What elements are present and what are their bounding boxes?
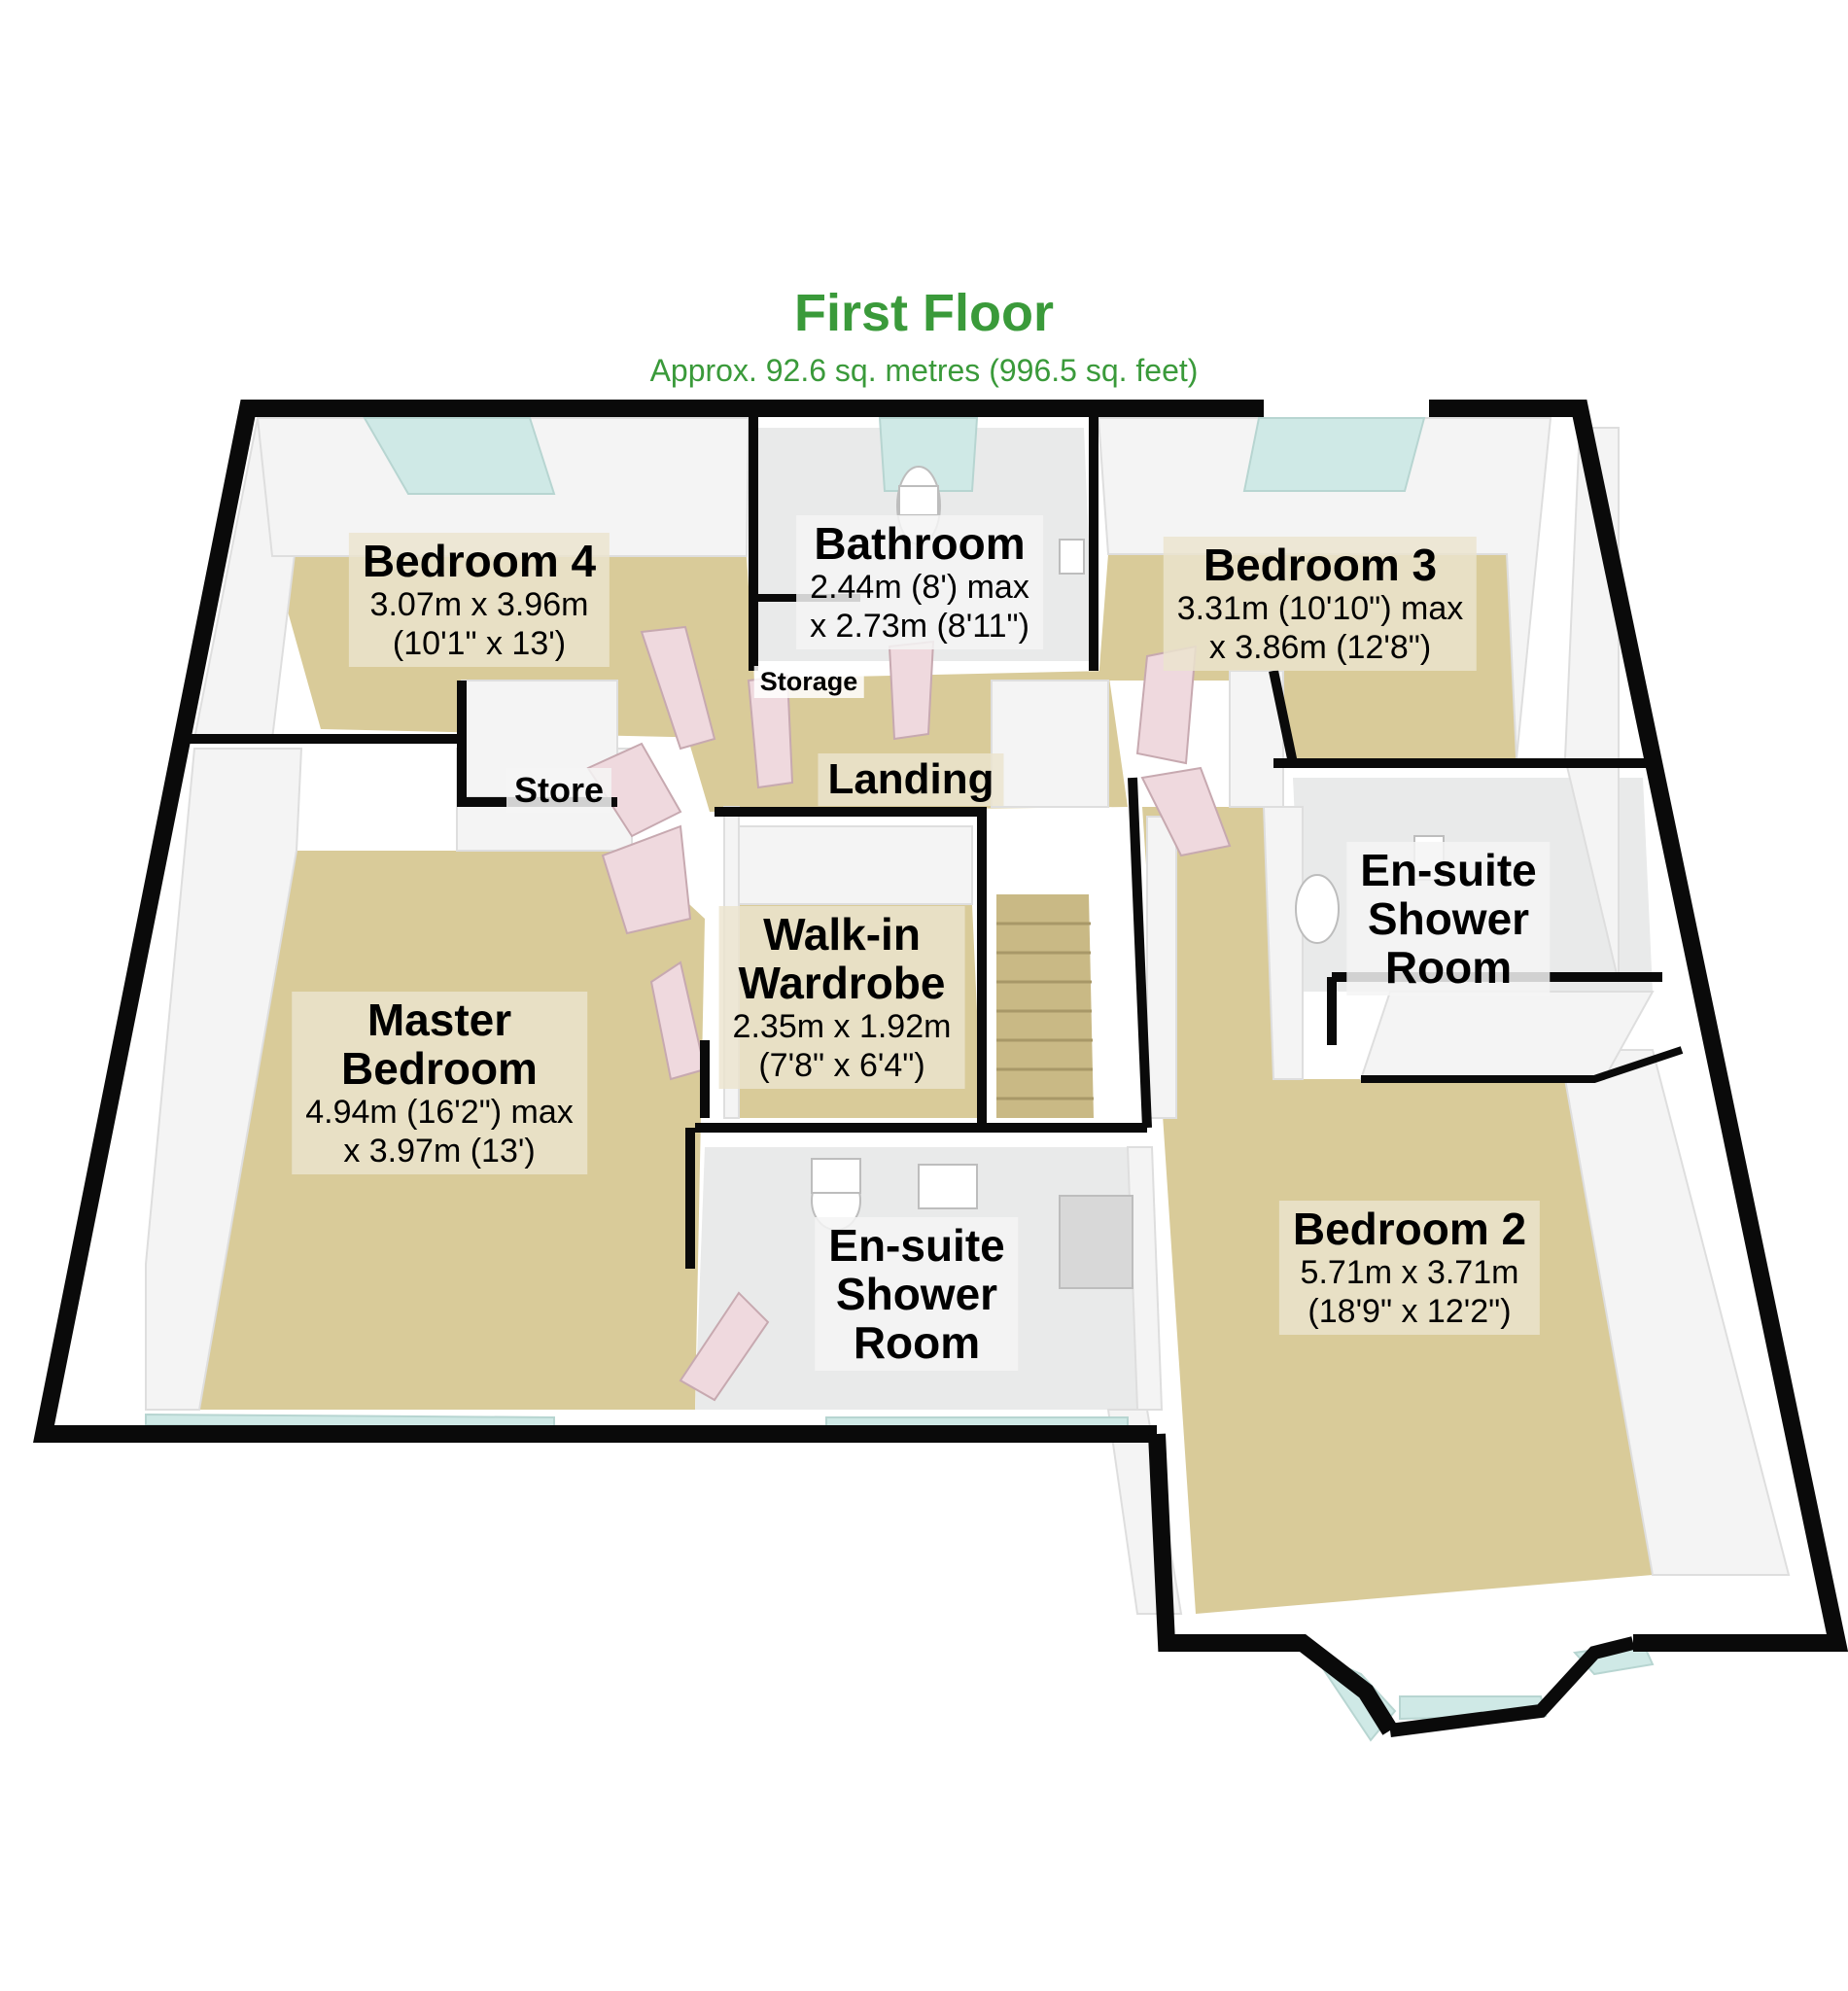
interior-wall-bedroom2-left — [1128, 777, 1152, 1129]
stair-treads — [996, 922, 1094, 1100]
room-name-line-1: En-suite — [1360, 845, 1537, 895]
room-name-line-2: Shower — [1367, 893, 1530, 944]
room-name: Bathroom — [814, 518, 1026, 569]
room-dimension-metric: 2.35m x 1.92m — [732, 1008, 952, 1045]
interior-wall-bedroom3 — [1269, 669, 1298, 765]
room-label-store: Store — [506, 768, 612, 813]
room-label-master-bedroom: Master Bedroom 4.94m (16'2") max x 3.97m… — [292, 992, 587, 1174]
room-label-walk-in-wardrobe: Walk-in Wardrobe 2.35m x 1.92m (7'8" x 6… — [718, 906, 965, 1089]
room-dimension-metric: 3.07m x 3.96m — [369, 586, 589, 623]
room-dimension-imperial: (18'9" x 12'2") — [1308, 1293, 1512, 1330]
doors — [586, 625, 1232, 1402]
room-label-bedroom-2: Bedroom 2 5.71m x 3.71m (18'9" x 12'2") — [1278, 1201, 1541, 1335]
room-dimension-metric: 2.44m (8') max — [810, 569, 1029, 606]
room-dimension-imperial: x 3.97m (13') — [343, 1133, 536, 1170]
room-label-landing: Landing — [818, 753, 1004, 806]
room-dimension-imperial: (10'1" x 13') — [392, 625, 567, 662]
room-dimension-imperial: x 2.73m (8'11") — [810, 608, 1029, 645]
room-name-line-2: Bedroom — [341, 1043, 538, 1094]
room-name-line-1: Walk-in — [763, 909, 921, 960]
room-name: Bedroom 4 — [362, 536, 597, 586]
bedroom2-wardrobe-wall — [1361, 1046, 1684, 1083]
outer-wall-bedroom2-bay — [1148, 1433, 1398, 1735]
room-dimension-metric: 5.71m x 3.71m — [1300, 1254, 1519, 1291]
floor-area: Approx. 92.6 sq. metres (996.5 sq. feet) — [649, 353, 1199, 388]
room-label-ensuite-center: En-suite Shower Room — [815, 1217, 1019, 1371]
room-name: Bedroom 2 — [1292, 1204, 1527, 1254]
room-label-ensuite-right: En-suite Shower Room — [1346, 842, 1551, 996]
room-label-bedroom-4: Bedroom 4 3.07m x 3.96m (10'1" x 13') — [348, 533, 610, 667]
outer-wall-master — [33, 400, 1157, 1443]
stairs — [996, 894, 1094, 1118]
room-name-line-2: Shower — [835, 1269, 998, 1319]
room-dimension-metric: 3.31m (10'10") max — [1176, 590, 1464, 627]
room-label-bathroom: Bathroom 2.44m (8') max x 2.73m (8'11") — [796, 515, 1043, 649]
room-name-line-3: Room — [1384, 942, 1513, 993]
room-dimension-imperial: (7'8" x 6'4") — [758, 1047, 925, 1084]
room-label-bedroom-3: Bedroom 3 3.31m (10'10") max x 3.86m (12… — [1163, 537, 1478, 671]
floor-title: First Floor — [794, 284, 1054, 342]
room-name-line-3: Room — [853, 1317, 981, 1368]
room-dimension-imperial: x 3.86m (12'8") — [1208, 629, 1432, 666]
room-label-storage: Storage — [753, 666, 864, 698]
room-name-line-2: Wardrobe — [738, 958, 946, 1008]
interior-wall-walkin — [715, 807, 987, 1123]
room-name: Bedroom 3 — [1203, 540, 1438, 590]
bay-window-frame — [1389, 1636, 1635, 1737]
room-name-line-1: Master — [366, 995, 512, 1045]
room-name-line-1: En-suite — [828, 1220, 1005, 1271]
outer-wall-right — [1429, 400, 1848, 1652]
room-dimension-metric: 4.94m (16'2") max — [305, 1094, 574, 1131]
